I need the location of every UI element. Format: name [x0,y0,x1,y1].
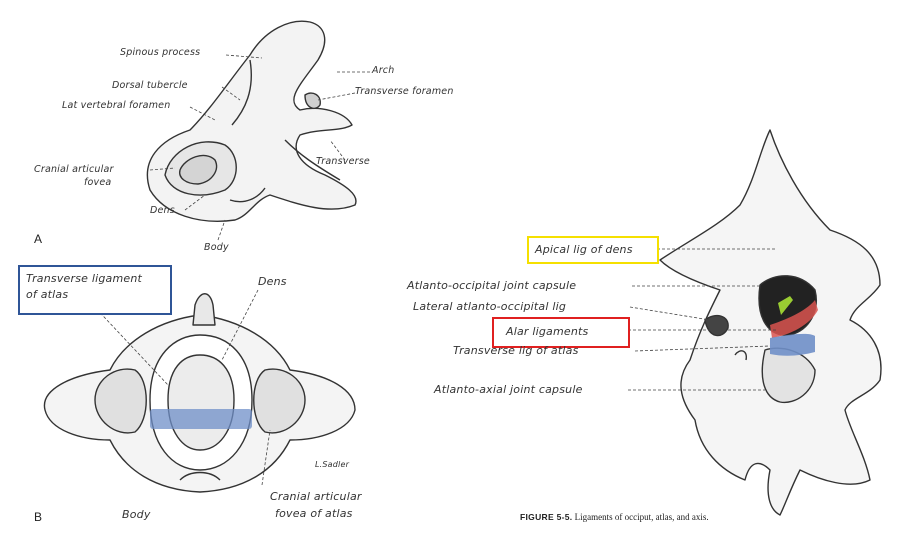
illustrator-signature: L.Sadler [315,460,349,469]
label-apical-lig: Apical lig of dens [535,243,633,256]
label-alar-ligaments: Alar ligaments [506,325,588,338]
transverse-ligament-c-highlight [770,334,815,356]
panel-b-letter: B [34,510,42,524]
label-transverse-ligament-1: Transverse ligament [26,272,142,285]
label-lateral-atlanto-occipital: Lateral atlanto-occipital lig [413,300,566,313]
label-cranial-articular: Cranial articular [34,164,114,175]
label-spinous-process: Spinous process [120,47,200,58]
label-body-b: Body [122,508,151,521]
label-dens-a: Dens [150,205,175,216]
label-cranial-articular-b-2: fovea of atlas [275,507,353,520]
label-fovea: fovea [84,177,111,188]
caption-text: Ligaments of occiput, atlas, and axis. [575,512,709,522]
label-dens-b: Dens [258,275,287,288]
transverse-ligament-callout: Transverse ligament of atlas [18,265,172,315]
panel-a-letter: A [34,232,42,246]
label-atlanto-occipital-capsule: Atlanto-occipital joint capsule [407,279,576,292]
label-cranial-articular-b-1: Cranial articular [270,490,362,503]
atlas-superior-drawing [44,294,355,492]
label-arch: Arch [372,65,394,76]
label-transverse-foramen: Transverse foramen [355,86,454,97]
label-lat-vertebral-foramen: Lat vertebral foramen [62,100,170,111]
label-transverse: Transverse [316,156,370,167]
transverse-ligament-highlight [150,409,252,429]
label-transverse-ligament-2: of atlas [26,288,68,301]
label-transverse-lig-of-atlas: Transverse lig of atlas [453,344,579,357]
label-atlanto-axial-capsule: Atlanto-axial joint capsule [434,383,583,396]
apical-ligament-callout: Apical lig of dens [527,236,659,264]
figure-caption: FIGURE 5-5. Ligaments of occiput, atlas,… [520,512,709,522]
occiput-atlas-axis-drawing [660,130,881,515]
label-body-a: Body [204,242,229,253]
caption-figure-number: FIGURE 5-5. [520,512,572,522]
label-dorsal-tubercle: Dorsal tubercle [112,80,188,91]
